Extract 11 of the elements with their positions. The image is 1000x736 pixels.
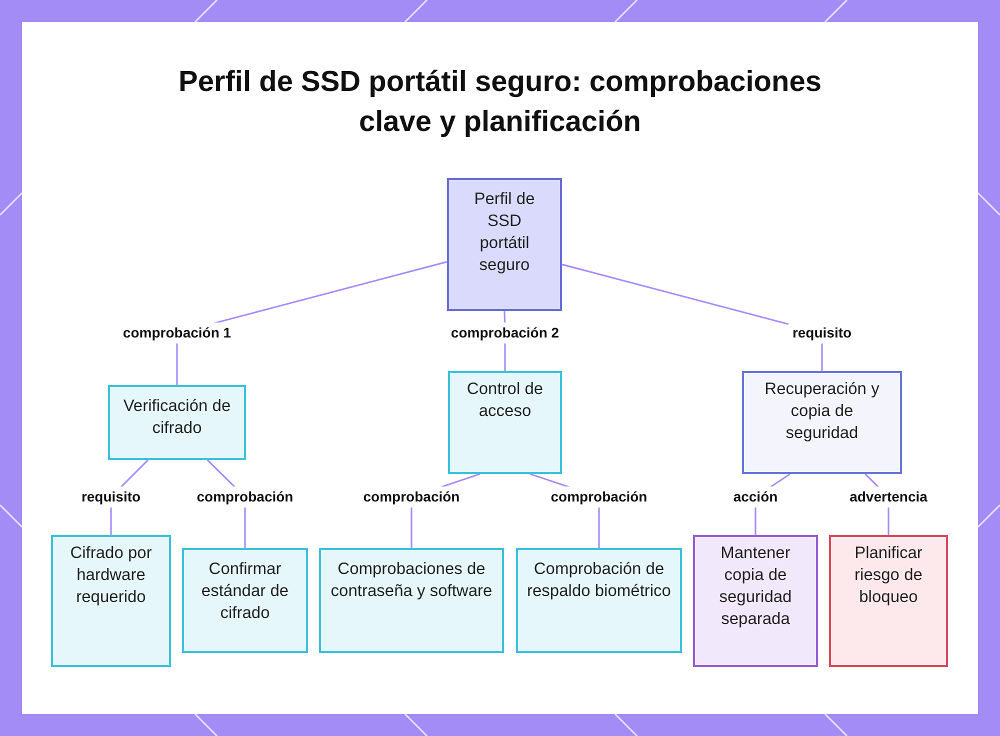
process-box: Planificar riesgo de bloqueo	[829, 535, 948, 667]
process-box: Cifrado por hardware requerido	[51, 535, 171, 667]
process-box: Comprobación de respaldo biométrico	[516, 548, 682, 653]
process-box: Confirmar estándar de cifrado	[182, 548, 308, 653]
process-box: Comprobaciones de contraseña y software	[319, 548, 504, 653]
process-box: Verificación de cifrado	[108, 385, 246, 460]
process-box: Control de acceso	[448, 371, 562, 474]
process-box: Mantener copia de seguridad separada	[693, 535, 818, 667]
title: Perfil de SSD portátil seguro: comprobaciones clave y planificación	[178, 65, 822, 140]
process-box: Recuperación y copia de seguridad	[742, 371, 902, 474]
process-box: Perfil de SSD portátil seguro	[447, 178, 562, 311]
